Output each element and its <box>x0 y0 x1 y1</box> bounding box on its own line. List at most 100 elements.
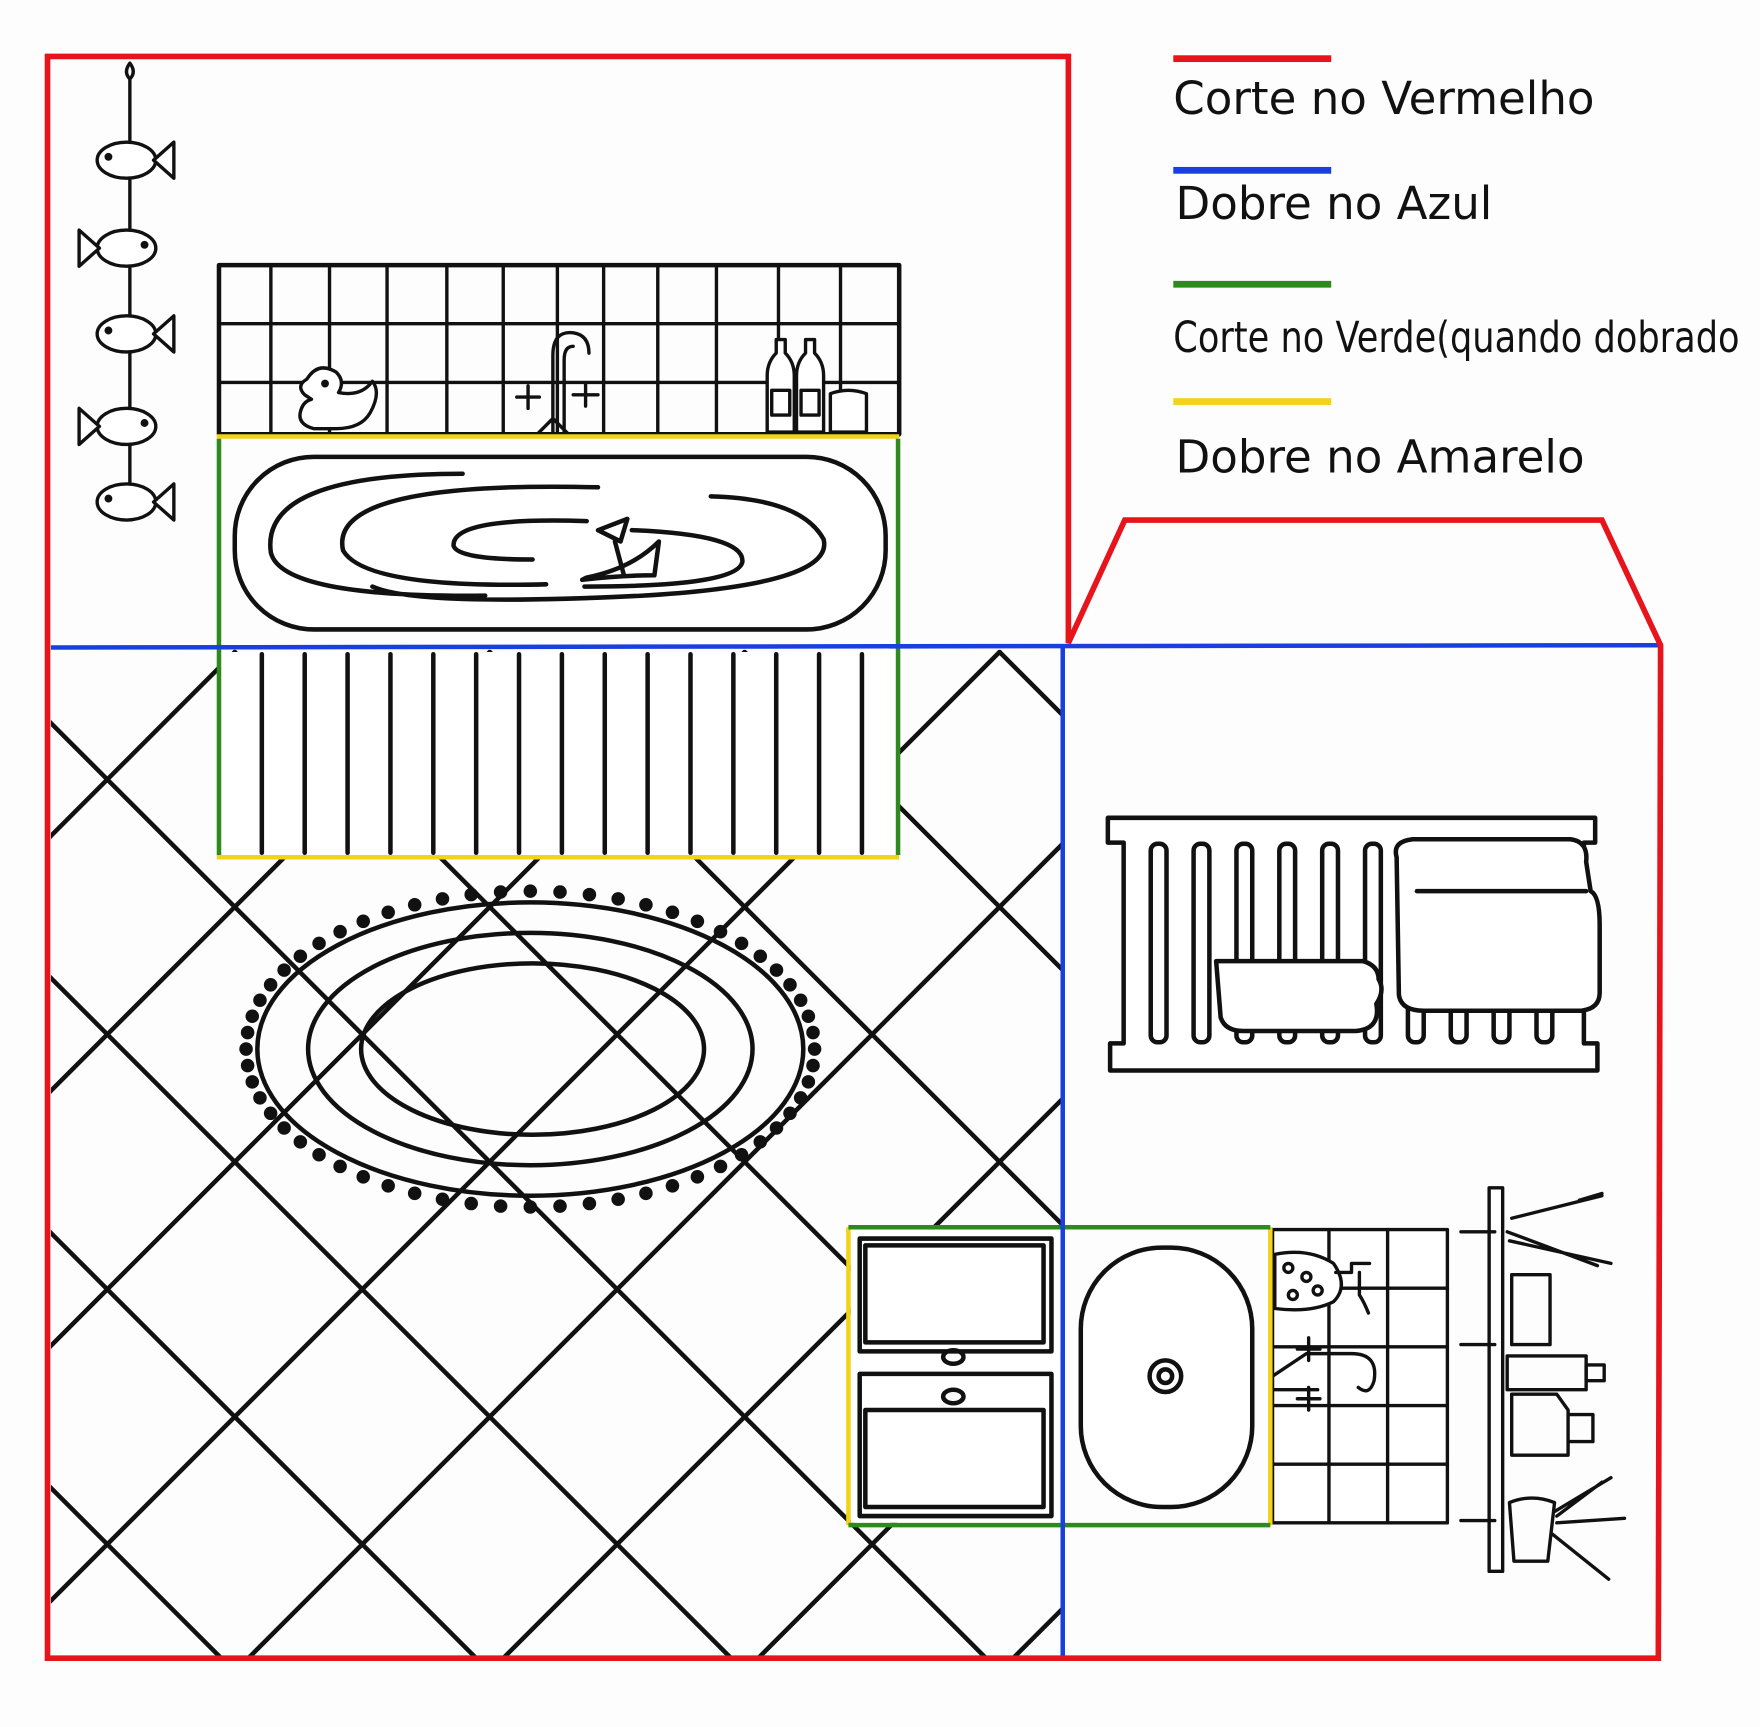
floor-line <box>50 1229 480 1659</box>
rug-fringe-dot <box>582 887 597 902</box>
rug-fringe-dot <box>665 905 680 920</box>
rug-fringe-dot <box>611 892 625 906</box>
floor-line <box>1656 652 1760 1727</box>
rug-fringe-dot <box>312 936 326 951</box>
vanity-cabinet <box>850 1229 1061 1523</box>
floor-line <box>754 1350 1063 1659</box>
rubber-duck-icon <box>298 366 379 431</box>
rug-fringe-dot <box>263 978 278 992</box>
fish-icon <box>77 406 158 447</box>
rug-fringe-dot <box>333 1159 347 1174</box>
rug-fringe-dot <box>464 887 478 902</box>
fish-mobile-icon <box>77 61 176 522</box>
rug-fringe-dot <box>435 1192 450 1207</box>
radiator-bar <box>1148 841 1169 1045</box>
floor-line <box>50 649 238 840</box>
rug-fringe-dot <box>801 1075 816 1089</box>
fold-lines-blue <box>50 642 1659 1659</box>
rug-fringe-dot <box>356 1170 370 1184</box>
rug-fringe-dot <box>806 1025 820 1040</box>
floor-line <box>1255 652 1760 1727</box>
rug-fringe-dot <box>523 884 538 898</box>
fish-icon <box>77 228 158 268</box>
rug-fringe-dot <box>553 885 567 899</box>
rug-fringe-dot <box>665 1179 680 1193</box>
rug-fringe-dot <box>769 963 784 977</box>
rug-fringe-dot <box>769 1121 784 1135</box>
rug-fringe-dot <box>553 1199 567 1213</box>
tub-faucet-icon <box>515 330 600 436</box>
rug-fringe-dot <box>245 1075 260 1089</box>
rug-fringe-dot <box>277 963 291 977</box>
rug-fringe-dot <box>783 978 797 992</box>
floor-line <box>50 974 735 1659</box>
fold-lines-yellow <box>216 434 1273 1526</box>
rug-fringe-dot <box>356 914 370 929</box>
cut-lines-green <box>216 438 1271 1528</box>
rug-fringe-dot <box>293 949 308 964</box>
radiator-with-towels <box>1105 815 1602 1073</box>
floor-line <box>997 649 1063 719</box>
radiator-bar <box>1191 841 1212 1045</box>
bath-bottles-icon <box>765 337 869 434</box>
legend-swatch-cut-green <box>1173 280 1332 288</box>
rug-fringe-dot <box>240 1025 255 1040</box>
rug-fringe-dot <box>806 1058 820 1073</box>
rug-fringe-dot <box>253 993 267 1008</box>
rug-fringe-dot <box>240 1058 255 1073</box>
rug-fringe-dot <box>312 1147 326 1162</box>
rug-fringe-dot <box>690 914 705 929</box>
floor-line <box>50 719 990 1659</box>
rug-fringe-dot <box>253 1091 267 1105</box>
tub-side-panel <box>218 651 899 857</box>
rug-fringe-dot <box>333 924 347 939</box>
rug-fringe-dot <box>293 1135 308 1149</box>
floor-line <box>1146 652 1760 1727</box>
rug-fringe-dot <box>713 1159 728 1174</box>
sink-basin <box>1078 1245 1255 1510</box>
legend-swatch-cut <box>1173 55 1332 63</box>
oval-bath-rug <box>239 884 822 1214</box>
rug-fringe-dot <box>277 1121 291 1135</box>
rug-fringe-dot <box>464 1196 478 1211</box>
floor-line <box>1009 1605 1063 1659</box>
floor-line <box>742 649 1063 974</box>
rug-fringe-dot <box>381 1179 395 1193</box>
legend-label-cut: Corte no Vermelho <box>1173 72 1594 125</box>
bathtub <box>232 454 888 632</box>
legend-swatch-fold-blue <box>1173 166 1332 174</box>
rug-fringe-dot <box>753 949 768 964</box>
rug-fringe-dot <box>493 885 508 899</box>
rug-fringe-dot <box>435 892 450 906</box>
floor-line <box>1401 652 1760 1727</box>
rug-fringe-dot <box>611 1192 625 1207</box>
wall-shelf <box>1459 1186 1627 1581</box>
floor-line <box>1509 652 1760 1727</box>
rug-fringe-dot <box>753 1135 768 1149</box>
floor-line <box>500 1095 1063 1659</box>
rug-fringe-dot <box>734 936 749 951</box>
rug-fringe-dot <box>245 1009 260 1023</box>
fish-icon <box>95 140 176 180</box>
rug-fringe-dot <box>734 1147 749 1162</box>
rug-fringe-dot <box>523 1200 538 1214</box>
legend-label-cut-green: Corte no Verde(quando dobrado <box>1173 313 1739 363</box>
rug-fringe-dot <box>493 1199 508 1213</box>
legend-swatch-fold-yellow <box>1173 398 1332 405</box>
rug-fringe-dot <box>639 898 653 912</box>
floor-line <box>245 840 1063 1659</box>
rug-fringe-dot <box>407 898 422 912</box>
rug-fringe-dot <box>801 1009 816 1023</box>
soap-dispenser-icon <box>1273 1250 1372 1315</box>
rug-fringe-dot <box>381 905 395 920</box>
floor-line <box>50 1484 225 1659</box>
rug-fringe-dot <box>639 1186 653 1201</box>
sink-faucet-icon <box>1270 1336 1377 1412</box>
cut-outline-red <box>44 53 1664 1662</box>
rug-fringe-dot <box>807 1042 822 1056</box>
fish-icon <box>95 314 176 354</box>
rug-fringe-dot <box>793 1091 808 1105</box>
legend-label-fold-yellow: Dobre no Amarelo <box>1176 431 1585 484</box>
